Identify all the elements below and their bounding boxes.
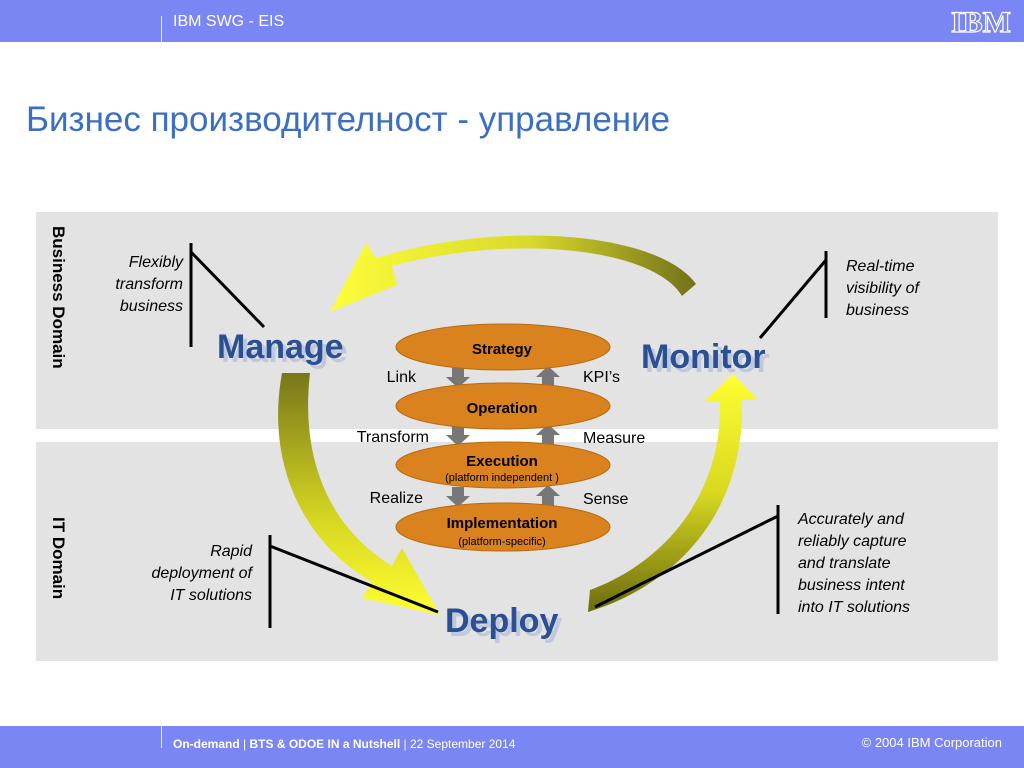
callout-lines <box>189 243 828 628</box>
footer-bar: On-demand | BTS & ODOE IN a Nutshell | 2… <box>0 726 1024 768</box>
implementation-ellipse <box>395 502 611 552</box>
layer-execution-label: Execution <box>466 453 538 470</box>
business-domain-label: Business Domain <box>49 226 68 369</box>
it-domain-label: IT Domain <box>49 517 68 600</box>
layer-strategy-label: Strategy <box>472 341 533 358</box>
layer-implementation-sub: (platform-specific) <box>458 536 545 548</box>
footer-pipe-2: | <box>403 737 407 751</box>
cycle-deploy: Deploy <box>445 602 558 640</box>
deploy-to-monitor-arrow <box>588 374 758 612</box>
note-rapid-line-1: Rapid <box>210 543 253 560</box>
layer-execution-sub: (platform independent ) <box>445 472 559 484</box>
monitor-shadow: Monitor <box>645 342 770 380</box>
measure-up-arrow <box>536 424 560 446</box>
sense-up-arrow <box>536 485 560 507</box>
note-rapid-line-3: IT solutions <box>170 587 252 604</box>
ibm-logo-text: IBM <box>951 6 1011 38</box>
footer-pipe-1: | <box>243 737 247 751</box>
kpi-up-arrow <box>536 366 560 388</box>
footer-date: 22 September 2014 <box>409 737 516 751</box>
operation-ellipse <box>395 382 611 430</box>
connector-sense: Sense <box>583 491 628 508</box>
connector-realize: Realize <box>370 490 423 507</box>
header-brand: IBM SWG - EIS <box>173 13 285 30</box>
note-rapid-line-2: deployment of <box>151 565 253 582</box>
connector-measure: Measure <box>583 430 645 447</box>
transform-down-arrow <box>446 426 470 446</box>
note-realtime-line-3: business <box>846 302 909 319</box>
note-accurately-line-5: into IT solutions <box>798 599 910 616</box>
monitor-to-manage-arrow <box>330 235 696 312</box>
manage-shadow: Manage <box>221 332 348 370</box>
ibm-logo: IBM <box>950 5 1011 38</box>
cycle-monitor: Monitor <box>641 338 766 376</box>
note-accurately-line-4: business intent <box>798 577 905 594</box>
execution-ellipse <box>395 441 611 489</box>
footer-divider <box>161 726 162 748</box>
realize-down-arrow <box>446 487 470 507</box>
note-accurately-line-2: reliably capture <box>798 533 907 550</box>
footer-bts: BTS & ODOE IN a Nutshell <box>249 737 401 751</box>
note-flexibly-line-1: Flexibly <box>129 254 184 271</box>
note-accurately-line-3: and translate <box>798 555 891 572</box>
connector-transform: Transform <box>357 429 429 446</box>
manage-to-deploy-arrow <box>278 373 440 615</box>
footer-ondemand: On-demand <box>173 737 240 751</box>
note-realtime-line-2: visibility of <box>846 280 920 297</box>
cycle-manage: Manage <box>217 328 344 366</box>
header-bar: IBM SWG - EIS IBM <box>0 0 1024 42</box>
link-down-arrow <box>446 368 470 388</box>
layer-operation-label: Operation <box>467 400 538 417</box>
note-accurately-line-1: Accurately and <box>797 511 905 528</box>
footer-info: On-demand | BTS & ODOE IN a Nutshell | 2… <box>173 737 515 751</box>
page-title: Бизнес производителност - управление <box>26 100 671 139</box>
note-flexibly-line-3: business <box>120 298 183 315</box>
strategy-ellipse <box>395 323 611 371</box>
header-divider <box>161 16 162 42</box>
layer-implementation-label: Implementation <box>447 515 558 532</box>
connector-arrows <box>446 366 560 507</box>
footer-copyright: © 2004 IBM Corporation <box>861 735 1002 750</box>
connector-link: Link <box>387 369 417 386</box>
note-flexibly-line-2: transform <box>115 276 183 293</box>
connector-kpis: KPI’s <box>583 369 620 386</box>
note-realtime-line-1: Real-time <box>846 258 915 275</box>
deploy-shadow: Deploy <box>449 606 562 644</box>
